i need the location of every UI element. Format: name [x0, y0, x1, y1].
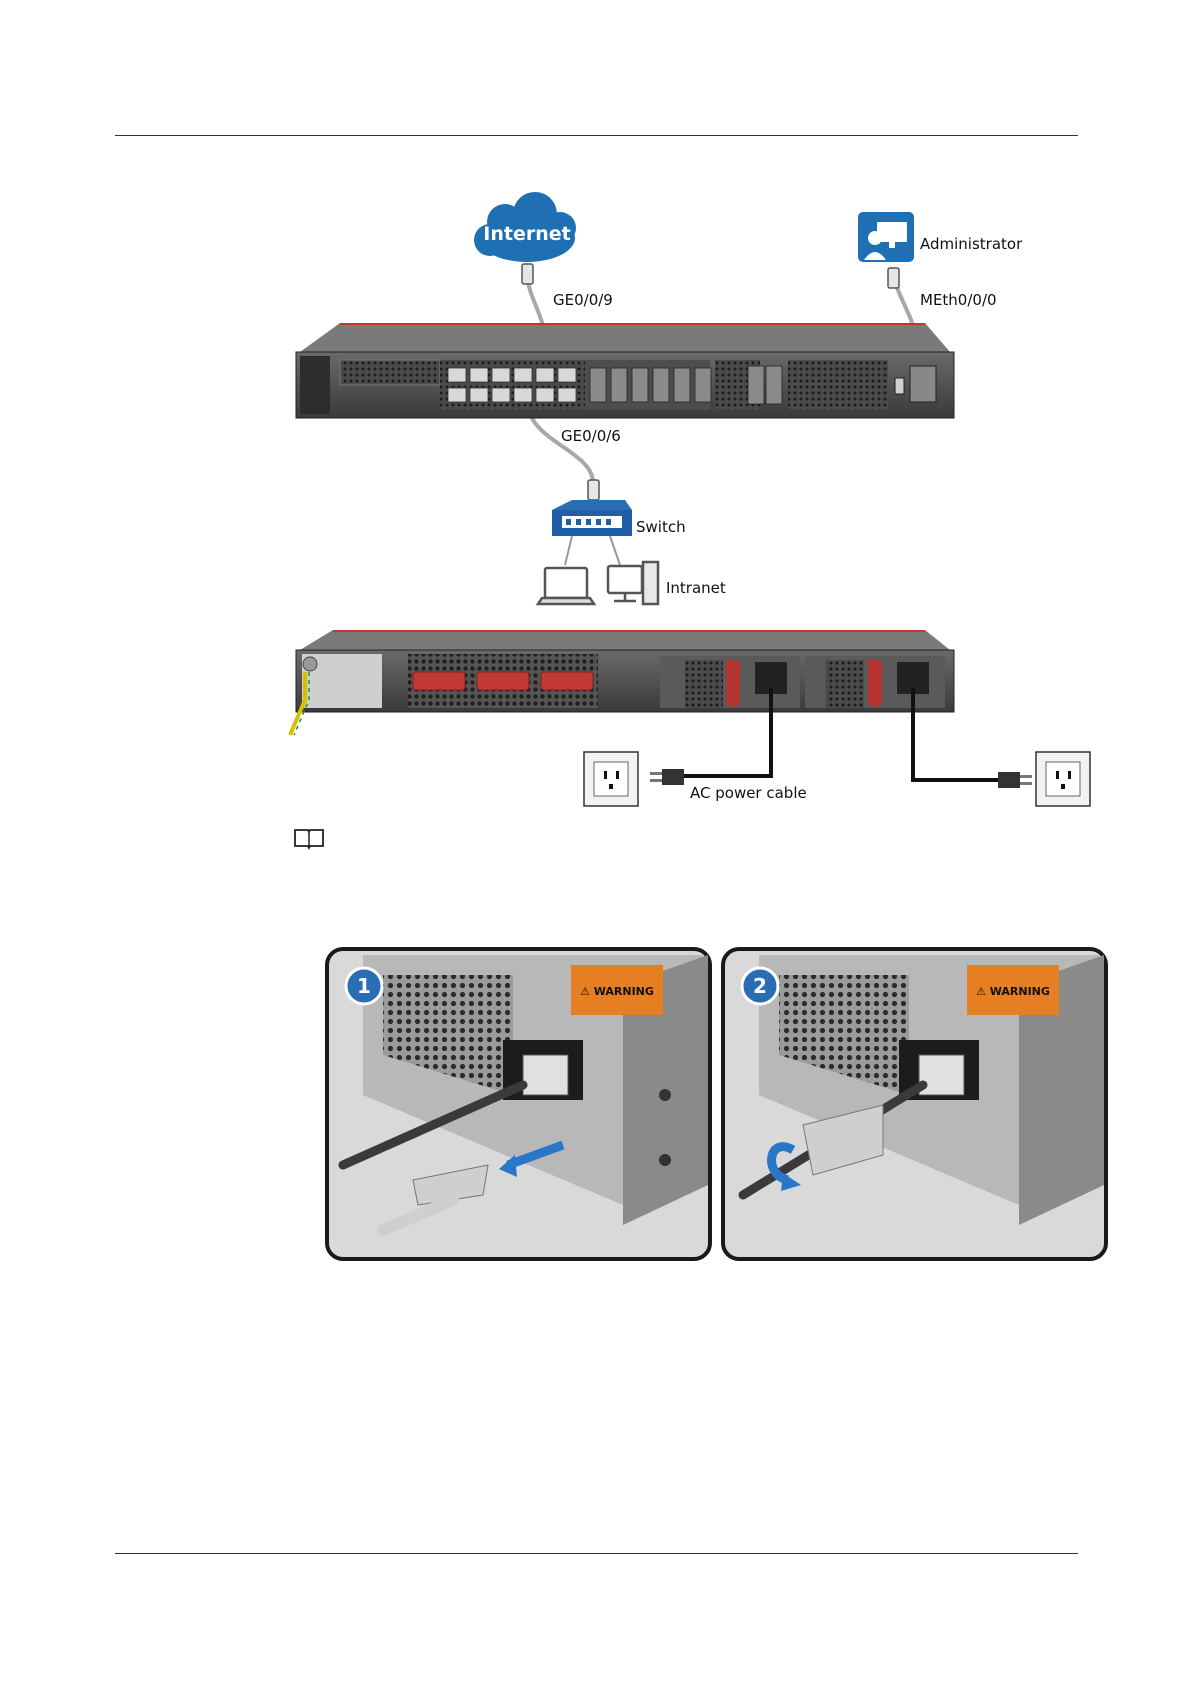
power-outlet-left-icon	[584, 752, 638, 806]
ac-power-cable-label: AC power cable	[690, 784, 807, 802]
device-front-panel	[296, 323, 954, 418]
step-2-number: 2	[753, 974, 767, 998]
step-1-panel: ⚠ WARNING 1	[327, 949, 710, 1259]
plug-right-icon	[998, 772, 1032, 788]
port-admin-label: MEth0/0/0	[920, 291, 997, 309]
administrator-label: Administrator	[920, 235, 1023, 253]
administrator-icon	[858, 212, 914, 262]
note-book-icon	[292, 826, 326, 850]
power-outlet-right-icon	[1036, 752, 1090, 806]
connection-diagram: Internet Administrator GE0/0/9 MEth0/0/0…	[0, 0, 1191, 840]
plug-left-icon	[650, 769, 684, 785]
intranet-label: Intranet	[666, 579, 726, 597]
device-rear-panel	[296, 630, 954, 712]
port-internet-label: GE0/0/9	[553, 291, 613, 309]
step-1-number: 1	[357, 974, 371, 998]
desktop-pc-icon	[608, 562, 658, 604]
rj45-connector-icon	[588, 480, 599, 500]
warning-label-2: ⚠ WARNING	[976, 985, 1050, 998]
switch-icon	[552, 500, 632, 536]
laptop-icon	[538, 568, 594, 604]
warning-label-1: ⚠ WARNING	[580, 985, 654, 998]
step-2-panel: ⚠ WARNING 2	[723, 949, 1106, 1259]
rj45-connector-icon	[888, 268, 899, 288]
footer-rule	[115, 1553, 1078, 1554]
rj45-connector-icon	[522, 264, 533, 284]
port-intranet-label: GE0/0/6	[561, 427, 621, 445]
internet-label: Internet	[483, 223, 570, 245]
switch-label: Switch	[636, 518, 686, 536]
power-cable-clip-steps: ⚠ WARNING 1 ⚠ WARNING 2	[323, 945, 1113, 1265]
